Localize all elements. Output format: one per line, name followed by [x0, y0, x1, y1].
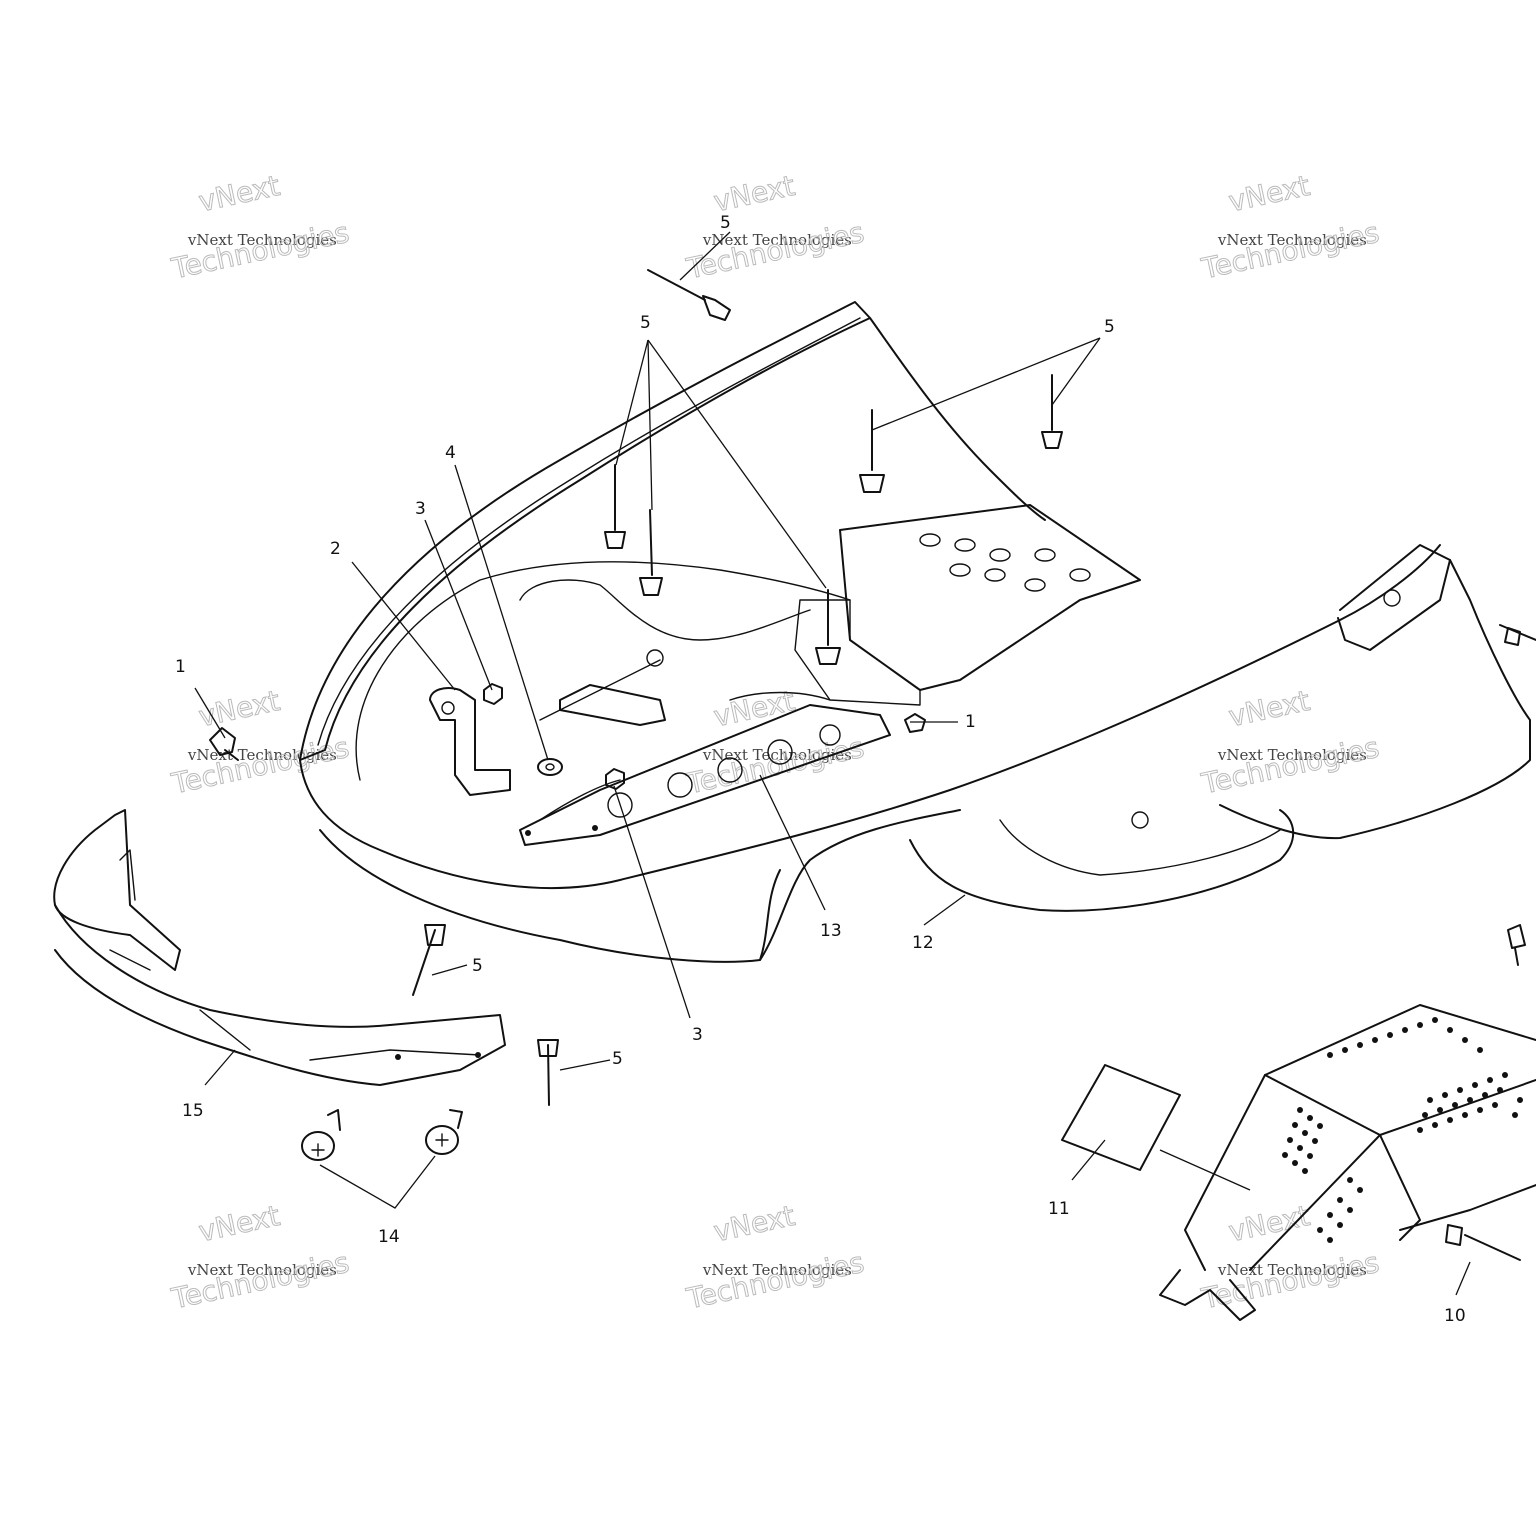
watermark-top-center: vNext vNext Technologies Technologies — [683, 169, 868, 287]
watermark-line3: Technologies — [1198, 216, 1382, 286]
watermark-line2: vNext Technologies — [702, 231, 852, 249]
callout-labels: 1 1 2 3 3 4 5 5 5 5 5 10 11 12 13 14 15 — [175, 213, 1466, 1326]
callout-11: 11 — [1048, 1199, 1070, 1219]
watermark-bottom-center: vNext vNext Technologies Technologies — [683, 1199, 868, 1317]
bracket-2 — [429, 687, 511, 796]
steering-support — [519, 704, 891, 846]
watermark-mid-left: vNext vNext Technologies Technologies — [168, 684, 353, 802]
rivet-f — [412, 924, 446, 996]
bolt-right — [1507, 924, 1526, 966]
watermark-line2: vNext Technologies — [1217, 231, 1367, 249]
watermark-line2: vNext Technologies — [187, 1261, 337, 1279]
watermark-line2: vNext Technologies — [1217, 746, 1367, 764]
watermark-line3: Technologies — [1198, 731, 1382, 801]
bumper — [53, 809, 506, 1086]
callout-2: 2 — [330, 539, 341, 559]
watermark-line3: Technologies — [683, 1246, 867, 1316]
callout-5: 5 — [1104, 317, 1115, 337]
watermark-top-right: vNext vNext Technologies Technologies — [1198, 169, 1383, 287]
watermark-line2: vNext Technologies — [187, 231, 337, 249]
rivet-10 — [1445, 1224, 1521, 1261]
nut-3-top — [483, 683, 503, 705]
clip-1-right — [904, 713, 926, 733]
callout-3: 3 — [692, 1025, 703, 1045]
callout-4: 4 — [445, 443, 456, 463]
screw-14-right — [425, 1109, 463, 1155]
washer-4 — [537, 758, 563, 776]
rivet-top — [647, 269, 731, 321]
rivet-a — [604, 464, 626, 549]
watermark-line1: vNext — [1226, 684, 1313, 733]
rivet-d — [1041, 374, 1063, 449]
watermark-top-left: vNext vNext Technologies Technologies — [168, 169, 353, 287]
nose-pan-body — [299, 301, 1531, 963]
watermark-bottom-left: vNext vNext Technologies Technologies — [168, 1199, 353, 1317]
bracket-holes — [919, 533, 1091, 592]
callout-1: 1 — [965, 712, 976, 732]
watermark-line1: vNext — [711, 1199, 798, 1248]
callout-10: 10 — [1444, 1306, 1466, 1326]
screw-14-left — [301, 1109, 341, 1161]
watermark-line3: Technologies — [168, 731, 352, 801]
watermark-line3: Technologies — [168, 216, 352, 286]
callout-5: 5 — [640, 313, 651, 333]
callout-5: 5 — [472, 956, 483, 976]
rivet-c — [859, 409, 885, 493]
rivet-right — [1499, 624, 1536, 646]
callout-1: 1 — [175, 657, 186, 677]
callout-3: 3 — [415, 499, 426, 519]
rivet-e — [815, 589, 841, 665]
leader-lines — [194, 231, 1471, 1296]
callout-5: 5 — [720, 213, 731, 233]
watermark-line3: Technologies — [168, 1246, 352, 1316]
callout-14: 14 — [378, 1227, 400, 1247]
rivet-g — [537, 1039, 559, 1106]
callout-15: 15 — [182, 1101, 204, 1121]
watermark-line1: vNext — [1226, 169, 1313, 218]
decal — [1061, 1064, 1181, 1171]
watermark-line1: vNext — [711, 169, 798, 218]
callout-5: 5 — [612, 1049, 623, 1069]
callout-12: 12 — [912, 933, 934, 953]
watermark-line2: vNext Technologies — [702, 746, 852, 764]
callout-13: 13 — [820, 921, 842, 941]
watermark-line1: vNext — [1226, 1199, 1313, 1248]
rear-bracket — [794, 504, 1141, 706]
watermark-line1: vNext — [196, 1199, 283, 1248]
heat-shield — [1159, 1004, 1536, 1321]
nut-3-bottom — [605, 768, 625, 790]
cable-bracket — [539, 649, 666, 726]
watermark-line1: vNext — [711, 684, 798, 733]
watermark-line1: vNext — [196, 169, 283, 218]
heat-shield-perforations — [1282, 1017, 1523, 1243]
watermark-mid-right: vNext vNext Technologies Technologies — [1198, 684, 1383, 802]
watermark-line1: vNext — [196, 684, 283, 733]
watermark-mid-center: vNext vNext Technologies Technologies — [683, 684, 868, 802]
rivet-b — [639, 509, 663, 596]
watermark-line2: vNext Technologies — [702, 1261, 852, 1279]
